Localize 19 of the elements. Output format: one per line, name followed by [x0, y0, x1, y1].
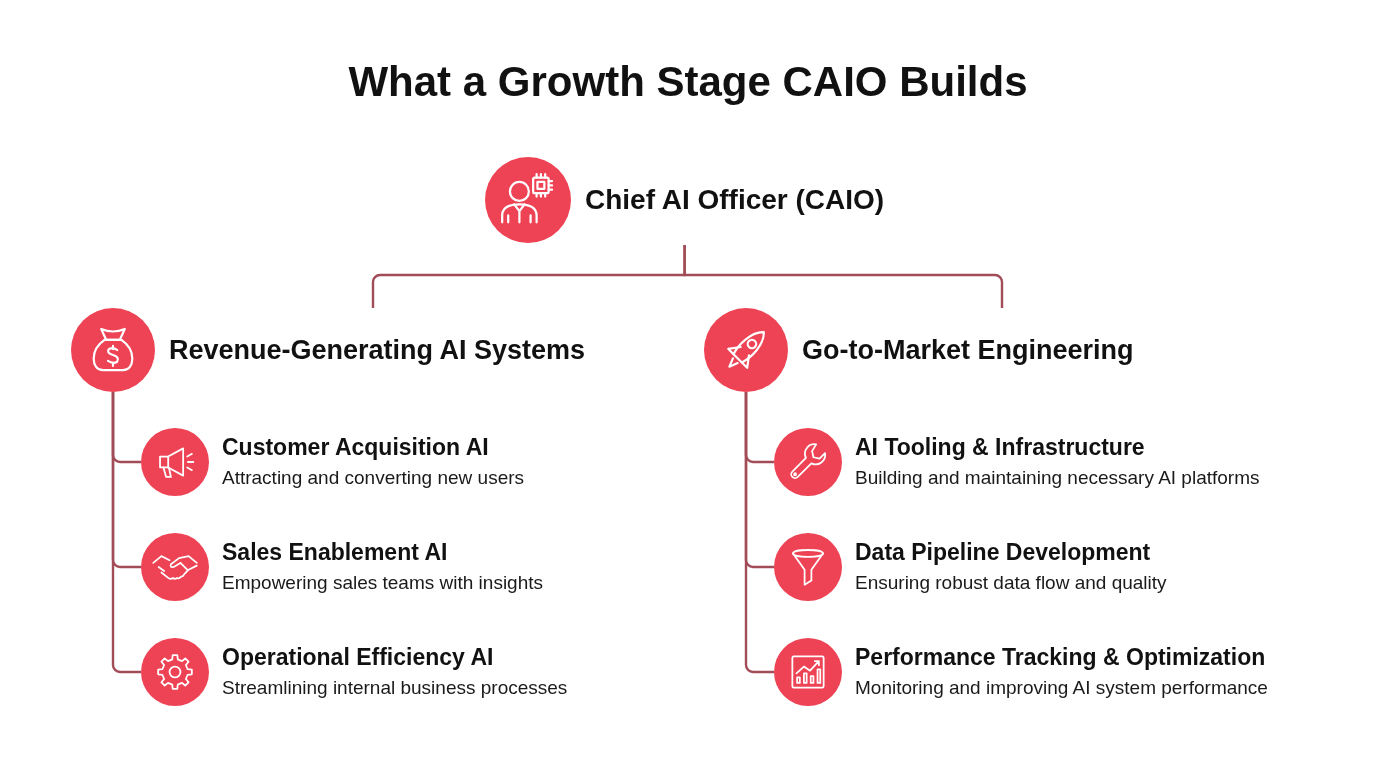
node-title: Customer Acquisition AI [222, 434, 490, 462]
node-title: Revenue-Generating AI Systems [169, 333, 586, 367]
node-title: Sales Enablement AI [222, 539, 449, 567]
node-title: AI Tooling & Infrastructure [855, 434, 1146, 462]
node-description: Monitoring and improving AI system performance [855, 676, 1268, 700]
node-description: Streamlining internal business processes [222, 676, 568, 700]
connector-line [683, 245, 1004, 308]
diagram-title: What a Growth Stage CAIO Builds [347, 57, 1029, 107]
connector-line [111, 392, 141, 674]
node-description: Empowering sales teams with insights [222, 571, 544, 595]
node-title: Performance Tracking & Optimization [855, 644, 1267, 672]
node-title: Operational Efficiency AI [222, 644, 495, 672]
node-description: Ensuring robust data flow and quality [855, 571, 1167, 595]
node-title: Data Pipeline Development [855, 539, 1152, 567]
node-description: Attracting and converting new users [222, 466, 525, 490]
node-title: Chief AI Officer (CAIO) [585, 183, 885, 217]
connector-line [744, 392, 774, 674]
node-description: Building and maintaining necessary AI platforms [855, 466, 1260, 490]
node-title: Go-to-Market Engineering [802, 333, 1134, 367]
